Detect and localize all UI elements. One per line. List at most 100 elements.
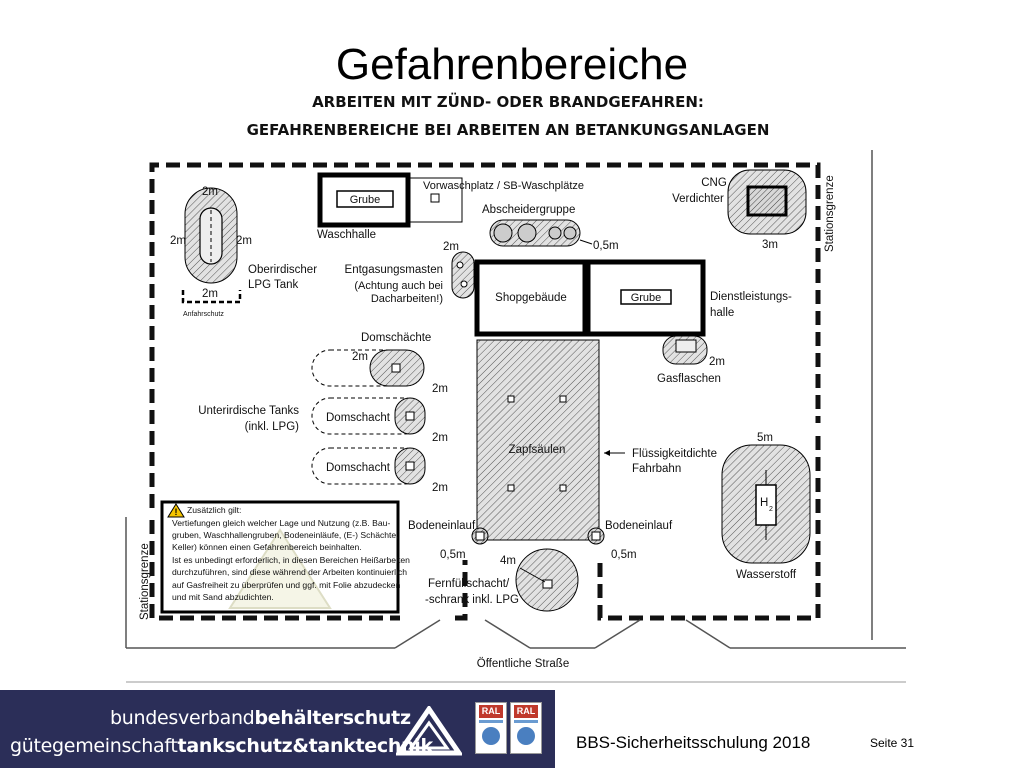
ral-badge-2-icon — [517, 727, 535, 745]
dom1-dist-right: 2m — [432, 383, 448, 395]
abscheider-label: Abscheidergruppe — [482, 204, 575, 216]
entgasung-distance: 2m — [443, 241, 459, 253]
cng-label-1: CNG — [701, 177, 727, 189]
cng-distance: 3m — [762, 239, 778, 251]
tanks-label-2: (inkl. LPG) — [245, 421, 299, 433]
lpg-dist-left: 2m — [170, 235, 186, 247]
lpg-label-1: Oberirdischer — [248, 264, 317, 276]
entgasung-zone — [451, 251, 475, 299]
abscheider-3 — [548, 226, 562, 240]
footer-course-title: BBS-Sicherheitsschulung 2018 — [576, 733, 811, 752]
fern-label-2: -schrank inkl. LPG — [425, 594, 519, 606]
footer-brand-band — [0, 690, 555, 768]
cng-compressor — [746, 185, 788, 217]
gasflaschen-label: Gasflaschen — [657, 373, 721, 385]
footer-page-number: Seite 31 — [870, 736, 915, 750]
dienst-label-1: Dienstleistungs- — [710, 291, 792, 303]
warning-small-icon — [167, 503, 185, 518]
ral-badge-1: RAL — [475, 702, 507, 754]
dispensers — [507, 395, 567, 492]
lpg-dist-top: 2m — [202, 186, 218, 198]
shop-building — [474, 259, 588, 337]
warning-title: Zusätzlich gilt: — [187, 505, 241, 515]
warning-line-6: auf Gasfreiheit zu überprüfen und ggf. m… — [172, 580, 401, 590]
brand-2-bold: tankschutz&tanktechnik — [177, 735, 434, 757]
domschacht-3-label: Domschacht — [326, 462, 391, 474]
bodeneinlauf-right-label: Bodeneinlauf — [605, 520, 673, 532]
street-edges — [125, 150, 906, 683]
diagram-heading-2: GEFAHRENBEREICHE BEI ARBEITEN AN BETANKU… — [247, 121, 770, 139]
ral-badge-1-icon — [482, 727, 500, 745]
cng-label-2: Verdichter — [672, 193, 724, 205]
warning-line-5: durchzuführen, sind diese während der Ar… — [172, 567, 407, 577]
boden-dist-right: 0,5m — [611, 549, 637, 561]
diagram-heading-1: ARBEITEN MIT ZÜND- ODER BRANDGEFAHREN: — [312, 92, 704, 111]
h2-subscript: 2 — [769, 506, 773, 513]
lpg-dist-right: 2m — [236, 235, 252, 247]
ral-badge-2-label: RAL — [514, 705, 538, 718]
h2-distance: 5m — [757, 432, 773, 444]
fuel-lane — [476, 339, 600, 541]
station-boundary — [149, 162, 821, 621]
fern-label-1: Fernfüllschacht/ — [428, 578, 510, 590]
underground-tank-2 — [311, 397, 426, 435]
vorwaschplatz-area — [409, 177, 463, 223]
entgasung-label-3: Dacharbeiten!) — [371, 293, 443, 305]
ral-badge-2: RAL — [510, 702, 542, 754]
gasflaschen-distance: 2m — [709, 356, 725, 368]
brand-line-2: gütegemeinschafttankschutz&tanktechnik — [10, 735, 433, 757]
vorwaschplatz-label: Vorwaschplatz / SB-Waschplätze — [423, 180, 584, 192]
svg-text:!: ! — [175, 507, 178, 517]
brand-line-1: bundesverbandbehälterschutz — [110, 707, 411, 729]
bodeneinlauf-left-label: Bodeneinlauf — [408, 520, 476, 532]
warning-line-2: gruben, Waschhallengruben, Bodeneinläufe… — [172, 530, 399, 540]
service-pit — [620, 289, 672, 305]
warning-line-3: Keller) können einen Gefahrenbereich bei… — [172, 542, 362, 552]
waschhalle-building — [317, 172, 411, 228]
lpg-tank — [199, 207, 223, 265]
ral-badge-1-label: RAL — [479, 705, 503, 718]
wasserstoff-label: Wasserstoff — [736, 569, 797, 581]
fluessig-label-1: Flüssigkeitdichte — [632, 448, 717, 460]
warning-line-1: Vertiefungen gleich welcher Lage und Nut… — [172, 518, 390, 528]
stationsgrenze-left: Stationsgrenze — [139, 543, 151, 620]
lpg-dist-bottom: 2m — [202, 288, 218, 300]
vorwaschplatz-marker — [430, 193, 440, 203]
domschaechte-label: Domschächte — [361, 332, 431, 344]
warning-line-7: und mit Sand abzudichten. — [172, 592, 274, 602]
shop-label: Shopgebäude — [495, 292, 567, 304]
abscheider-distance: 0,5m — [593, 240, 619, 252]
lpg-label-2: LPG Tank — [248, 279, 299, 291]
entgasung-label-1: Entgasungsmasten — [345, 264, 443, 276]
warning-box: ! Zusätzlich gilt: Vertiefungen gleich w… — [160, 500, 410, 614]
brand-1-light: bundesverband — [110, 707, 255, 729]
h2-symbol: H — [760, 497, 768, 509]
domschacht-2-label: Domschacht — [326, 412, 391, 424]
strasse-label: Öffentliche Straße — [477, 658, 569, 670]
slide-title: Gefahrenbereiche — [335, 40, 689, 89]
entgasung-label-2: (Achtung auch bei — [354, 280, 443, 292]
anfahrschutz-label: Anfahrschutz — [183, 311, 224, 318]
brand-logo-icon — [396, 706, 462, 756]
hazard-zone-diagram: ARBEITEN MIT ZÜND- ODER BRANDGEFAHREN: G… — [125, 92, 906, 683]
stationsgrenze-right: Stationsgrenze — [824, 175, 836, 252]
abscheider-4 — [563, 226, 577, 240]
warning-line-4: Ist es unbedingt erforderlich, in diesen… — [172, 555, 410, 565]
dienst-label-2: halle — [710, 307, 734, 319]
boden-dist-left: 0,5m — [440, 549, 466, 561]
waschhalle-label: Waschhalle — [317, 229, 376, 241]
warning-triangle-icon — [228, 528, 332, 609]
underground-tank-3 — [311, 447, 426, 485]
service-pit-label: Grube — [631, 292, 662, 304]
tanks-label-1: Unterirdische Tanks — [198, 405, 299, 417]
waschhalle-pit — [336, 190, 394, 208]
underground-tank-1 — [311, 349, 425, 387]
zapfsaeulen-label: Zapfsäulen — [509, 444, 566, 456]
gasflaschen-cage — [675, 339, 697, 353]
fluessig-label-2: Fahrbahn — [632, 463, 681, 475]
abscheider-1 — [493, 223, 513, 243]
brand-2-light: gütegemeinschaft — [10, 735, 178, 757]
dom2-distance: 2m — [432, 432, 448, 444]
fern-distance: 4m — [500, 555, 516, 567]
anfahrschutz-barrier — [181, 290, 242, 304]
